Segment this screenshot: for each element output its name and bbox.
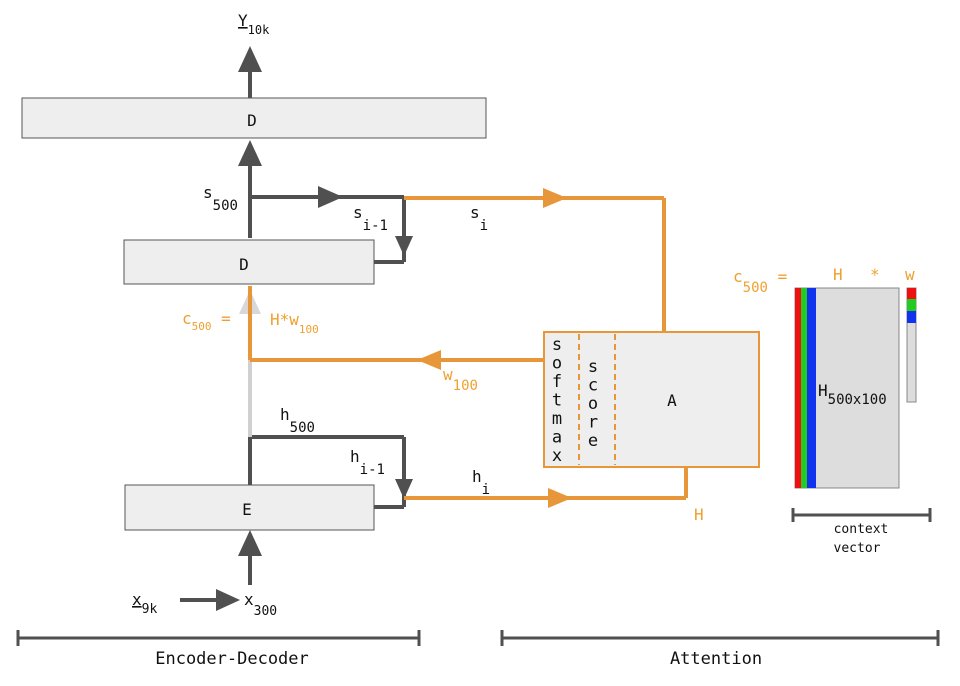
H-matrix-blue-column: [807, 288, 816, 488]
w-vector-green-cell: [907, 299, 916, 311]
x300-label: x300: [244, 590, 277, 619]
H-label: H: [694, 505, 704, 524]
w-arrowhead: [417, 350, 441, 370]
s-loop-arrowhead: [318, 186, 343, 208]
w100-label: w100: [443, 365, 478, 394]
output-arrowhead: [238, 46, 262, 72]
decoder-label: D: [239, 255, 249, 274]
encoder-label: E: [242, 500, 252, 519]
softmax-letter: s: [552, 335, 562, 355]
embed-arrowhead: [216, 589, 240, 611]
c500-right-label: c500 =: [733, 267, 787, 296]
decoder-up-arrowhead: [238, 140, 262, 166]
softmax-letter: f: [552, 372, 562, 392]
s500-label: s500: [203, 183, 238, 214]
w-vector-red-cell: [907, 288, 916, 299]
hi-arrowhead: [548, 488, 572, 508]
softmax-letter: x: [552, 446, 562, 466]
si-arrowhead: [543, 188, 567, 208]
H-matrix-title: H: [833, 265, 843, 284]
output-label: Y10k: [238, 11, 270, 37]
score-letter: c: [588, 376, 598, 396]
context-caption-line1: context: [834, 522, 889, 537]
softmax-letter: o: [552, 354, 562, 374]
attention-section-label: Attention: [670, 649, 762, 669]
score-letter: e: [588, 431, 598, 451]
Hw-label: H*w100: [270, 310, 319, 336]
hi-label: hi: [472, 467, 490, 498]
x9k-label: x9k: [132, 590, 157, 617]
si-label: si: [470, 203, 488, 234]
w-vector-blue-cell: [907, 311, 916, 323]
decoder-top-label: D: [247, 111, 257, 130]
h500-label: h500: [280, 405, 315, 436]
attention-box: [543, 331, 760, 468]
softmax-letter: m: [552, 409, 562, 429]
s-loop-down-arrowhead: [395, 236, 413, 256]
score-letter: o: [588, 394, 598, 414]
encoder-box: [124, 484, 375, 531]
w-vector-title: w: [905, 265, 915, 284]
decoder-top-box: [21, 97, 487, 139]
score-letter: r: [588, 413, 598, 433]
attention-label: A: [667, 391, 677, 410]
decoder-box: [123, 239, 375, 285]
h-loop-down-arrowhead: [395, 479, 413, 499]
softmax-letter: t: [552, 391, 562, 411]
context-caption-line2: vector: [834, 541, 881, 556]
star-label: *: [870, 265, 880, 284]
score-letter: s: [588, 357, 598, 377]
encoder-decoder-label: Encoder-Decoder: [155, 649, 309, 669]
H-matrix-green-column: [801, 288, 807, 488]
input-up-arrowhead: [238, 530, 262, 556]
hi-1-label: hi-1: [350, 447, 385, 478]
H-matrix-red-column: [795, 288, 801, 488]
c500-left-label: c500 =: [182, 309, 231, 333]
softmax-letter: a: [552, 428, 562, 448]
H-matrix-label: H500x100: [818, 381, 887, 408]
si-1-label: si-1: [353, 203, 388, 234]
